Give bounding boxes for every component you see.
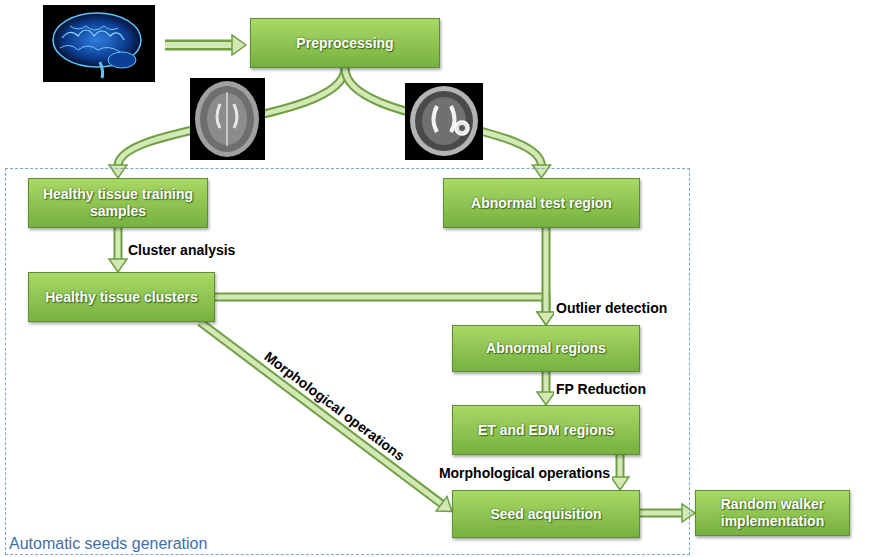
flow-arrow (345, 68, 551, 178)
arrow-shaft (544, 372, 549, 393)
arrow-head (533, 165, 551, 178)
edge-label: Morphological operations (437, 465, 612, 481)
mri-abnormal-picture (405, 83, 483, 160)
process-box: Seed acquisition (452, 490, 640, 538)
arrow-head (682, 504, 695, 522)
flow-arrow (640, 504, 695, 522)
arrow-shaft (114, 228, 123, 260)
mri-healthy-picture (190, 78, 265, 160)
process-box: Healthy tissue clusters (28, 272, 215, 322)
arrow-shaft (345, 68, 542, 166)
arrow-head (436, 497, 452, 512)
box-label: ET and EDM regions (478, 422, 614, 439)
arrow-shaft (544, 228, 549, 313)
flow-arrow (537, 372, 555, 405)
arrow-head (109, 165, 127, 178)
arrow-shaft (640, 509, 683, 518)
arrow-shaft (618, 455, 623, 478)
box-label: Healthy tissue clusters (45, 289, 198, 306)
edge-label: Cluster analysis (126, 242, 237, 258)
edge-label: FP Reduction (554, 381, 648, 397)
process-box: Random walker implementation (695, 490, 850, 536)
arrow-shaft (118, 68, 345, 166)
flow-arrow (215, 297, 555, 325)
edge-label: Morphological operations (260, 347, 410, 465)
arrow-shaft (542, 372, 551, 393)
process-box: Preprocessing (250, 18, 440, 68)
input-arrow (165, 35, 246, 55)
arrow-shaft (215, 297, 546, 313)
edge-label: Outlier detection (554, 300, 669, 316)
arrow-shaft (116, 228, 121, 260)
process-box: ET and EDM regions (452, 405, 640, 455)
arrow-head (537, 312, 555, 325)
flow-arrow (109, 68, 345, 178)
arrow-shaft (215, 297, 546, 313)
flow-arrow (611, 455, 629, 490)
box-label: Seed acquisition (490, 506, 601, 523)
arrow-shaft (200, 322, 442, 504)
arrow-shaft (542, 228, 551, 313)
process-box: Healthy tissue training samples (28, 178, 208, 228)
arrow-shaft (640, 511, 683, 516)
flow-arrow (537, 228, 555, 325)
arrow-head (109, 259, 127, 272)
arrow-head (611, 477, 629, 490)
arrow-head (537, 312, 555, 325)
arrow-shaft (118, 68, 345, 166)
arrow-shaft (200, 322, 442, 504)
region-band: Automatic seeds generation Healthy tissue… (5, 168, 690, 555)
box-label: Abnormal test region (471, 195, 612, 212)
box-label: Preprocessing (296, 35, 393, 52)
arrow-shaft (616, 455, 625, 478)
process-box: Abnormal test region (443, 178, 640, 228)
box-label: Healthy tissue training samples (37, 186, 199, 220)
process-box: Abnormal regions (452, 325, 640, 372)
box-label: Random walker implementation (704, 496, 841, 530)
box-label: Abnormal regions (486, 340, 606, 357)
flow-arrow (109, 228, 127, 272)
arrow-head (537, 392, 555, 405)
region-label: Automatic seeds generation (9, 535, 207, 553)
arrow-shaft (345, 68, 542, 166)
flow-arrow (200, 322, 452, 512)
brain-picture (43, 5, 155, 82)
